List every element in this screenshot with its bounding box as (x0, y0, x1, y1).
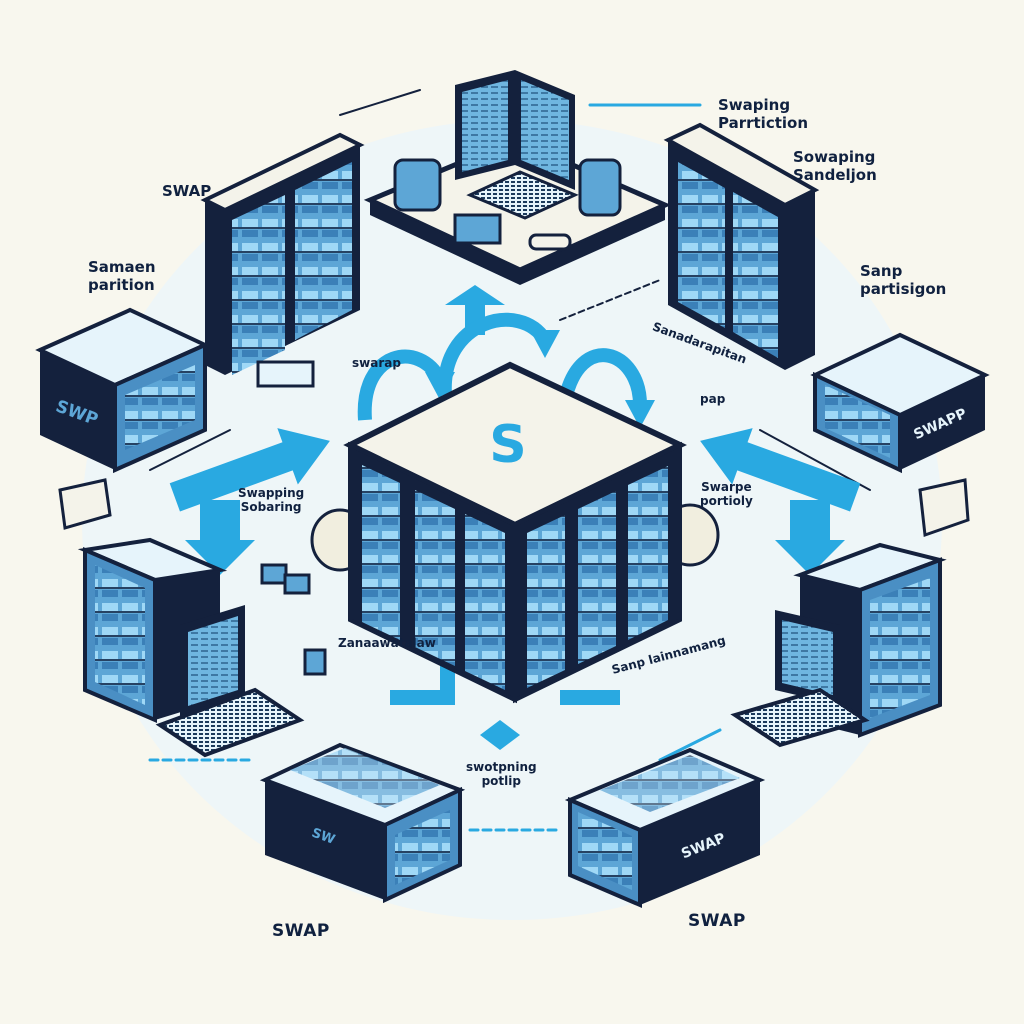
curve-mid (437, 312, 551, 396)
bottom-right-case: SWAP (564, 747, 766, 909)
rack-col-1 (362, 465, 400, 640)
label-swap-bottom-left: SWAP (272, 921, 330, 941)
label-samaen-parition: Samaen parition (88, 258, 156, 294)
label-swarpe-portioly: Swarpe portioly (700, 480, 753, 508)
label-swapping-sobaring: Swapping Sobaring (238, 486, 305, 514)
desk-cylinder-right (578, 158, 622, 217)
dashed-line-top (559, 279, 661, 321)
arrow-down-left (185, 500, 255, 575)
left-storage-case: SWP (35, 307, 210, 530)
label-swarap: swarap (352, 356, 401, 370)
arrow-up-center (445, 285, 505, 335)
top-workstation (363, 70, 672, 285)
label-sanp-partisigon: Sanp partisigon (860, 262, 947, 298)
flow-line-bottom-right (658, 728, 722, 762)
desk-cylinder-left (393, 158, 442, 212)
keyboard (466, 170, 579, 220)
top-right-rack (663, 122, 820, 370)
swap-curve-arrows (357, 312, 647, 421)
rack-col-3 (465, 514, 505, 690)
right-keyboard (730, 687, 870, 748)
left-workstation (77, 537, 305, 758)
bracket-arrow-right (560, 690, 620, 705)
small-parts (260, 563, 327, 676)
arrow-into-center-left (169, 428, 330, 512)
left-small-box (58, 478, 112, 530)
bracket-arrow-left (390, 660, 455, 705)
arrow-into-center-right (700, 428, 861, 512)
label-sowaping-sandeljon: Sowaping Sandeljon (793, 148, 877, 184)
curve-left (357, 349, 447, 421)
label-zanaawatalaw: Zanaawatalaw (338, 636, 436, 650)
direction-arrows (169, 285, 861, 750)
curve-arrow-heads (425, 330, 655, 428)
central-logo: S (489, 415, 526, 475)
bottom-left-case: SW (259, 742, 466, 904)
label-pap: pap (700, 392, 726, 406)
rack-col-2 (415, 490, 455, 666)
rack-col-4 (527, 515, 565, 688)
label-swap-bottom-right: SWAP (688, 911, 746, 931)
central-server: S (310, 361, 720, 704)
right-storage-case: SWAPP (810, 332, 990, 538)
leader-left (149, 429, 231, 471)
arrow-down-right (775, 500, 845, 575)
curve-right (558, 348, 647, 406)
label-swap-top-left: SWAP (162, 182, 212, 200)
rack-console (256, 360, 315, 388)
leader-top-left (339, 89, 421, 116)
label-swaping-parrtiction: Swaping Parrtiction (718, 96, 809, 132)
left-keyboard (155, 687, 305, 758)
rack-col-6 (628, 466, 668, 640)
right-small-box (918, 478, 970, 538)
label-swotpning-potlip: swotpning potlip (466, 760, 537, 788)
top-left-rack (200, 132, 365, 388)
leader-right (759, 429, 871, 491)
rack-col-5 (578, 491, 616, 664)
diamond-marker (480, 720, 520, 750)
right-workstation (730, 542, 947, 748)
